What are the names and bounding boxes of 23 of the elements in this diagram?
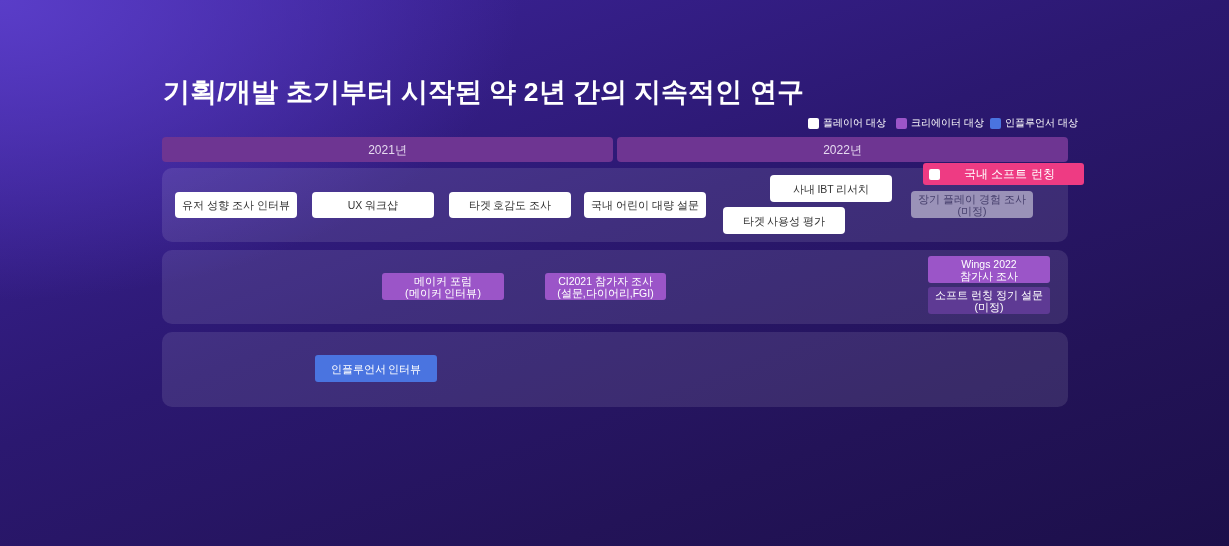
swimlane-panel [162,332,1068,407]
milestone-label: 국내 소프트 런칭 [964,168,1055,180]
activity-card: 인플루언서 인터뷰 [315,355,437,382]
activity-card: 메이커 포럼 (메이커 인터뷰) [382,273,504,300]
legend-label: 크리에이터 대상 [911,117,984,129]
page-title: 기획/개발 초기부터 시작된 약 2년 간의 지속적인 연구 [163,76,804,109]
activity-card: 사내 IBT 리서치 [770,175,892,202]
activity-card: UX 워크샵 [312,192,434,218]
activity-card: 소프트 런칭 정기 설문 (미정) [928,287,1050,314]
swimlane-panel [162,250,1068,324]
activity-card: 타겟 사용성 평가 [723,207,845,234]
year-header: 2022년 [617,137,1068,162]
swimlane-panel [162,168,1068,242]
legend-label: 플레이어 대상 [823,117,886,129]
activity-card: CI2021 참가자 조사 (설문,다이어리,FGI) [545,273,666,300]
activity-card: 장기 플레이 경험 조사 (미정) [911,191,1033,218]
activity-card: 유저 성향 조사 인터뷰 [175,192,297,218]
activity-card: 타겟 호감도 조사 [449,192,571,218]
year-header: 2021년 [162,137,613,162]
activity-card: Wings 2022 참가사 조사 [928,256,1050,283]
milestone-bar [923,163,1084,185]
legend-label: 인플루언서 대상 [1005,117,1078,129]
activity-card: 국내 어린이 대량 설문 [584,192,706,218]
